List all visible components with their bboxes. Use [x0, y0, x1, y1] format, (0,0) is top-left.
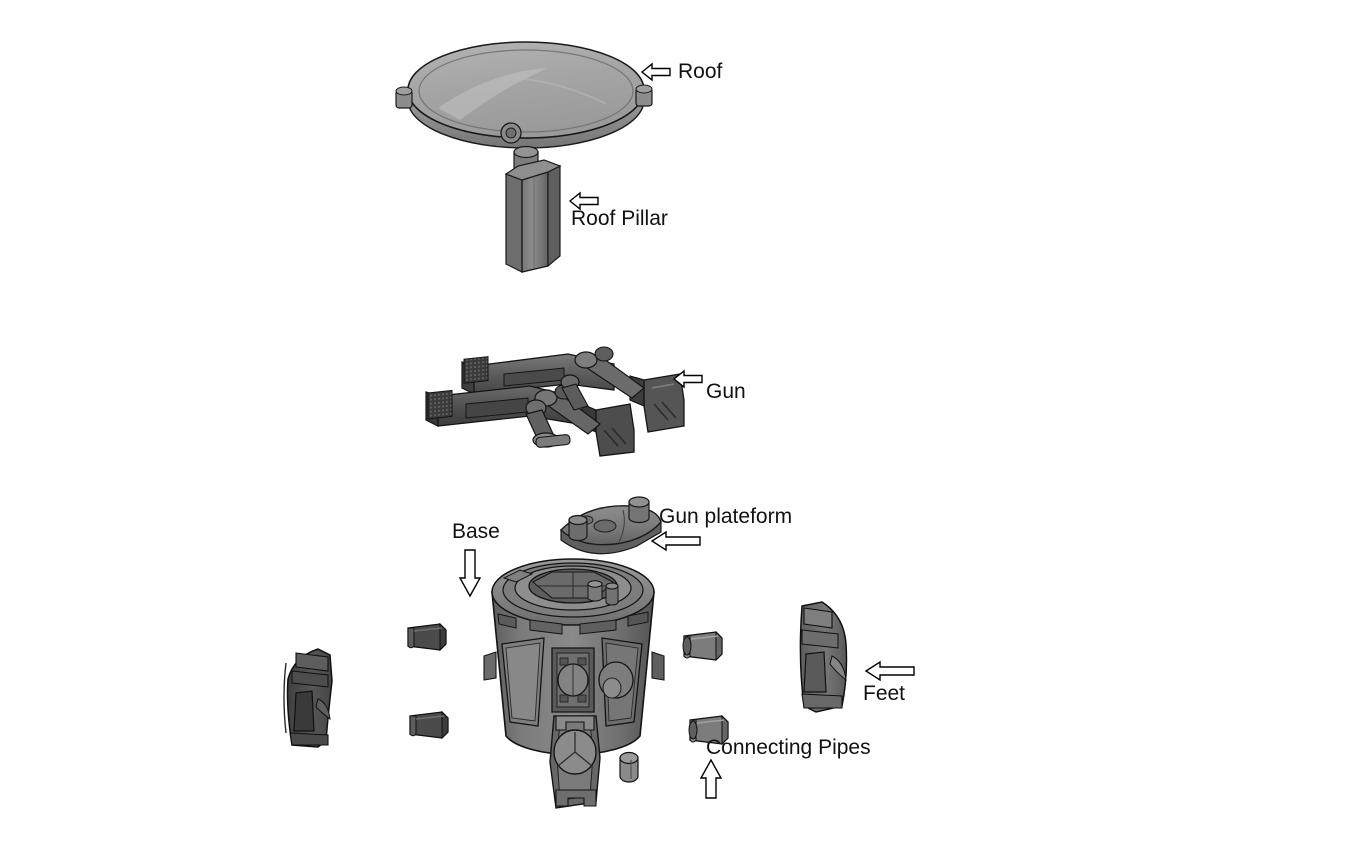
roof-pillar-label: Roof Pillar — [571, 207, 668, 230]
base-label: Base — [452, 520, 500, 543]
gun-plateform-arrow-icon — [650, 530, 701, 552]
gun-plateform-part — [559, 496, 662, 555]
connecting-pipes-arrow-icon — [699, 758, 723, 799]
base-part — [483, 558, 665, 809]
connecting-pipe-lower-right — [688, 714, 729, 746]
connecting-pipe-upper-right — [682, 630, 723, 662]
foot-left-part — [283, 648, 333, 748]
feet-arrow-icon — [864, 660, 915, 682]
base-arrow-icon — [458, 549, 482, 598]
foot-right-part — [799, 601, 848, 713]
connecting-pipes-label: Connecting Pipes — [706, 736, 871, 759]
feet-label: Feet — [863, 682, 906, 705]
gun-part — [425, 346, 685, 457]
gun-label: Gun — [706, 380, 746, 403]
roof-label: Roof — [678, 60, 723, 83]
roof-pillar-part — [504, 145, 562, 273]
roof-arrow-icon — [640, 62, 671, 82]
base-pin-part — [619, 751, 639, 783]
connecting-pipe-lower-left — [409, 710, 449, 740]
roof-pillar-arrow-icon — [568, 191, 599, 211]
connecting-pipe-upper-left — [407, 622, 447, 652]
roof-part — [395, 41, 653, 149]
gun-plateform-label: Gun plateform — [659, 505, 793, 528]
gun-arrow-icon — [672, 369, 703, 389]
